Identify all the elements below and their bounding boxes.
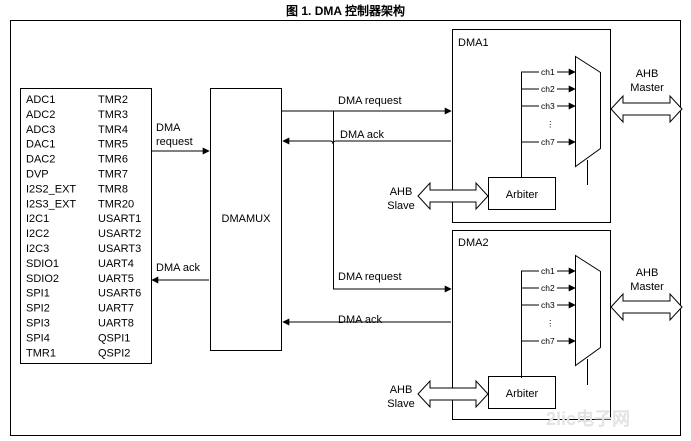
dma1-channel-7: ch7 xyxy=(521,137,576,147)
peripheral-list-box xyxy=(20,88,152,364)
peripheral-item: TMR1 xyxy=(26,347,56,359)
dma1-arbiter-label: Arbiter xyxy=(506,189,539,201)
dma1-ahb-master-label-2: Master xyxy=(630,82,664,94)
peripheral-item: DAC1 xyxy=(26,139,55,151)
dma2-ahb-master-arrow xyxy=(610,292,683,322)
dma2-channel-3: ch3 xyxy=(521,300,576,310)
dma1-ack-arrow xyxy=(282,137,451,145)
peripheral-item: I2S2_EXT xyxy=(26,183,76,195)
peripheral-item: TMR3 xyxy=(98,109,128,121)
dma2-arbiter-box xyxy=(488,376,556,409)
dma2-box xyxy=(452,230,611,420)
peripheral-item: SPI3 xyxy=(26,318,50,330)
dma1-ahb-master-arrow xyxy=(610,94,683,124)
dma2-ahb-slave-label-2: Slave xyxy=(387,398,415,410)
peripheral-item: TMR8 xyxy=(98,183,128,195)
dma1-ahb-master-label-1: AHB xyxy=(636,68,659,80)
dma2-ch3-label: ch3 xyxy=(541,300,555,310)
peripheral-item: USART6 xyxy=(98,288,141,300)
peripheral-item: SPI1 xyxy=(26,288,50,300)
peripheral-item: DVP xyxy=(26,169,49,181)
dma1-channel-dots: ⋮ xyxy=(546,119,555,129)
dma2-ch1-label: ch1 xyxy=(541,266,555,276)
peripheral-item: TMR5 xyxy=(98,139,128,151)
peripheral-item: I2C3 xyxy=(26,243,49,255)
dma1-channel-3: ch3 xyxy=(521,101,576,111)
dma1-arbiter-box xyxy=(488,177,556,210)
dma1-channel-1: ch1 xyxy=(521,67,576,77)
dma2-ch2-label: ch2 xyxy=(541,283,555,293)
dma1-box xyxy=(452,29,611,223)
diagram-title: 图 1. DMA 控制器架构 xyxy=(286,4,405,18)
peripheral-item: ADC3 xyxy=(26,124,55,136)
dma2-channel-1: ch1 xyxy=(521,266,576,276)
dma1-ch1-label: ch1 xyxy=(541,67,555,77)
dma1-ahb-slave-label-2: Slave xyxy=(387,200,415,212)
peripheral-item: UART4 xyxy=(98,258,134,270)
watermark: 2lic电子网 xyxy=(546,408,630,429)
dma2-ahb-slave-label-1: AHB xyxy=(390,384,413,396)
peripheral-item: UART7 xyxy=(98,303,134,315)
dmamux-label: DMAMUX xyxy=(222,213,272,225)
dmamux-box xyxy=(210,88,282,351)
dma2-mux xyxy=(575,254,601,367)
periph-request-label-1: DMA xyxy=(156,122,181,134)
peripheral-item: UART8 xyxy=(98,318,134,330)
peripheral-item: TMR7 xyxy=(98,169,128,181)
dma1-ahb-slave-arrow xyxy=(417,181,489,211)
dma1-ch3-label: ch3 xyxy=(541,101,555,111)
dma2-channel-dots: ⋮ xyxy=(546,318,555,328)
periph-ack-label: DMA ack xyxy=(156,262,201,274)
dma2-ahb-master-label-1: AHB xyxy=(636,267,659,279)
peripheral-item: USART2 xyxy=(98,228,141,240)
dma2-channel-7: ch7 xyxy=(521,336,576,346)
dma1-request-label: DMA request xyxy=(338,95,402,107)
dma2-arbiter-label: Arbiter xyxy=(506,388,539,400)
peripheral-item: TMR4 xyxy=(98,124,128,136)
dma1-title: DMA1 xyxy=(458,37,489,49)
peripheral-item: USART1 xyxy=(98,213,141,225)
peripheral-item: I2C1 xyxy=(26,213,49,225)
peripheral-column-2: TMR2TMR3TMR4TMR5TMR6TMR7TMR8TMR20USART1U… xyxy=(98,94,141,359)
dma2-ack-label: DMA ack xyxy=(338,314,383,326)
peripheral-item: QSPI2 xyxy=(98,347,130,359)
dma2-channel-2: ch2 xyxy=(521,283,576,293)
peripheral-item: TMR2 xyxy=(98,94,128,106)
dma2-title: DMA2 xyxy=(458,237,489,249)
peripheral-item: USART3 xyxy=(98,243,141,255)
peripheral-item: I2S3_EXT xyxy=(26,198,76,210)
dma1-mux xyxy=(575,55,601,168)
peripheral-item: QSPI1 xyxy=(98,332,130,344)
dma1-ahb-slave-label-1: AHB xyxy=(390,186,413,198)
dma1-channel-2: ch2 xyxy=(521,84,576,94)
peripheral-item: ADC1 xyxy=(26,94,55,106)
peripheral-item: DAC2 xyxy=(26,154,55,166)
peripheral-item: UART5 xyxy=(98,273,134,285)
dma2-ahb-slave-arrow xyxy=(417,379,489,409)
dma2-ahb-master-label-2: Master xyxy=(630,281,664,293)
outer-frame xyxy=(10,20,681,436)
peripheral-item: SDIO1 xyxy=(26,258,59,270)
peripheral-item: SDIO2 xyxy=(26,273,59,285)
peripheral-item: ADC2 xyxy=(26,109,55,121)
periph-request-label-2: request xyxy=(156,136,193,148)
dma1-ch2-label: ch2 xyxy=(541,84,555,94)
peripheral-item: I2C2 xyxy=(26,228,49,240)
dma2-ch7-label: ch7 xyxy=(541,336,555,346)
dma2-request-label: DMA request xyxy=(338,271,402,283)
peripheral-item: TMR20 xyxy=(98,198,134,210)
peripheral-item: SPI2 xyxy=(26,303,50,315)
peripheral-item: SPI4 xyxy=(26,332,50,344)
peripheral-item: TMR6 xyxy=(98,154,128,166)
dma1-ch7-label: ch7 xyxy=(541,137,555,147)
dma1-ack-label: DMA ack xyxy=(340,129,385,141)
